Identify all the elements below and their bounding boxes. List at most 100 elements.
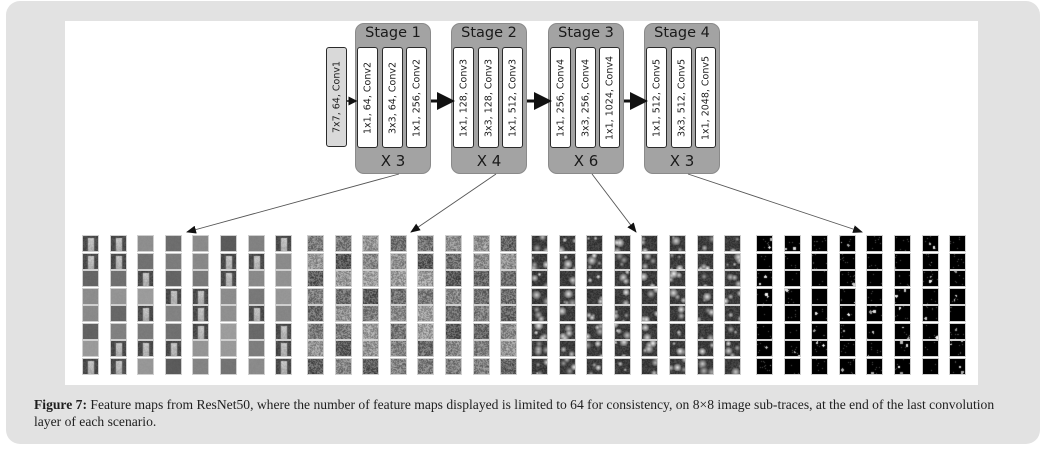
feature-map-tile xyxy=(362,253,379,270)
feature-map-tile xyxy=(362,305,379,322)
feature-map-tile xyxy=(641,305,658,322)
feature-map-tile xyxy=(641,235,658,252)
arrow-stage4-to-grid4 xyxy=(687,173,863,233)
stage-3-layer-2: 3x3, 256, Conv4 xyxy=(575,47,596,148)
stage-1-layer-2: 3x3, 64, Conv2 xyxy=(382,47,403,148)
feature-map-tile xyxy=(248,340,265,357)
feature-map-tile xyxy=(922,340,939,357)
feature-map-tile xyxy=(756,323,773,340)
stage-2-repeat: X 4 xyxy=(476,152,502,170)
feature-map-tile xyxy=(275,340,292,357)
feature-map-tile xyxy=(614,305,631,322)
feature-map-tile xyxy=(641,288,658,305)
feature-map-tile xyxy=(531,305,548,322)
caption-label: Figure 7: xyxy=(34,397,87,412)
feature-map-tile xyxy=(165,253,182,270)
feature-map-tile xyxy=(559,270,576,287)
stage-2-layer-2: 3x3, 128, Conv3 xyxy=(478,47,499,148)
feature-map-tile xyxy=(697,323,714,340)
stage-2-title: Stage 2 xyxy=(461,25,517,41)
feature-map-tile xyxy=(811,288,828,305)
feature-map-tile xyxy=(192,235,209,252)
feature-map-tile xyxy=(756,235,773,252)
layer-label: 3x3, 64, Conv2 xyxy=(387,61,398,134)
feature-map-tile xyxy=(922,358,939,375)
feature-map-tile xyxy=(697,358,714,375)
feature-map-tile xyxy=(417,305,434,322)
feature-map-tile xyxy=(811,235,828,252)
layer-label: 3x3, 256, Conv4 xyxy=(580,58,591,137)
feature-map-tile xyxy=(784,253,801,270)
feature-map-tile xyxy=(839,235,856,252)
feature-map-tile xyxy=(220,253,237,270)
feature-map-tile xyxy=(165,305,182,322)
feature-map-tile xyxy=(82,340,99,357)
feature-map-tile xyxy=(82,305,99,322)
feature-map-tile xyxy=(531,270,548,287)
feature-map-tile xyxy=(559,340,576,357)
feature-map-tile xyxy=(784,288,801,305)
feature-map-tile xyxy=(335,235,352,252)
feature-map-tile xyxy=(192,305,209,322)
feature-map-tile xyxy=(724,323,741,340)
feature-map-tile xyxy=(220,288,237,305)
stage-1-repeat: X 3 xyxy=(380,152,406,170)
feature-map-tile xyxy=(137,270,154,287)
feature-map-tile xyxy=(669,253,686,270)
feature-map-tile xyxy=(559,358,576,375)
arrow-stage3-to-grid3 xyxy=(591,173,637,233)
feature-map-tile xyxy=(473,305,490,322)
feature-map-tile xyxy=(724,340,741,357)
feature-map-tile xyxy=(110,323,127,340)
feature-map-tile xyxy=(110,288,127,305)
feature-map-tile xyxy=(811,358,828,375)
feature-map-tile xyxy=(724,288,741,305)
feature-map-tile xyxy=(756,270,773,287)
feature-map-tile xyxy=(559,253,576,270)
feature-map-tile xyxy=(811,340,828,357)
feature-map-tile xyxy=(586,358,603,375)
figure-caption: Figure 7: Feature maps from ResNet50, wh… xyxy=(34,396,1024,430)
feature-map-tile xyxy=(894,358,911,375)
feature-map-tile xyxy=(445,270,462,287)
stage-4-layer-1: 1x1, 512, Conv5 xyxy=(646,47,667,148)
feature-map-tile xyxy=(362,340,379,357)
feature-map-tile xyxy=(82,358,99,375)
stage-1-layer-1: 1x1, 64, Conv2 xyxy=(357,47,378,148)
feature-map-tile xyxy=(473,288,490,305)
feature-map-tile xyxy=(724,305,741,322)
feature-map-tile xyxy=(586,340,603,357)
feature-map-tile xyxy=(894,340,911,357)
feature-map-tile xyxy=(473,235,490,252)
feature-map-tile xyxy=(362,358,379,375)
feature-map-tile xyxy=(500,235,517,252)
feature-map-tile xyxy=(473,358,490,375)
feature-map-tile xyxy=(531,340,548,357)
feature-map-tile xyxy=(866,253,883,270)
feature-map-tile xyxy=(724,270,741,287)
layer-label: 1x1, 256, Conv2 xyxy=(411,58,422,137)
feature-map-tile xyxy=(473,323,490,340)
feature-map-tile xyxy=(275,305,292,322)
stage-4-title: Stage 4 xyxy=(654,25,710,41)
feature-map-tile xyxy=(417,288,434,305)
feature-map-tile xyxy=(248,305,265,322)
feature-map-tile xyxy=(275,323,292,340)
feature-map-tile xyxy=(500,270,517,287)
layer-label: 1x1, 1024, Conv4 xyxy=(604,55,615,140)
feature-map-tile xyxy=(275,358,292,375)
feature-map-tile xyxy=(531,323,548,340)
feature-map-tile xyxy=(390,305,407,322)
feature-map-tile xyxy=(110,305,127,322)
stage-2-block: Stage 2 1x1, 128, Conv3 3x3, 128, Conv3 … xyxy=(451,23,527,174)
feature-map-tile xyxy=(417,253,434,270)
stage-4-repeat: X 3 xyxy=(669,152,695,170)
feature-map-tile xyxy=(839,340,856,357)
feature-map-tile xyxy=(559,235,576,252)
feature-map-tile xyxy=(390,288,407,305)
feature-map-tile xyxy=(165,340,182,357)
feature-map-tile xyxy=(669,305,686,322)
feature-map-tile xyxy=(82,253,99,270)
feature-map-tile xyxy=(165,323,182,340)
feature-map-tile xyxy=(756,288,773,305)
